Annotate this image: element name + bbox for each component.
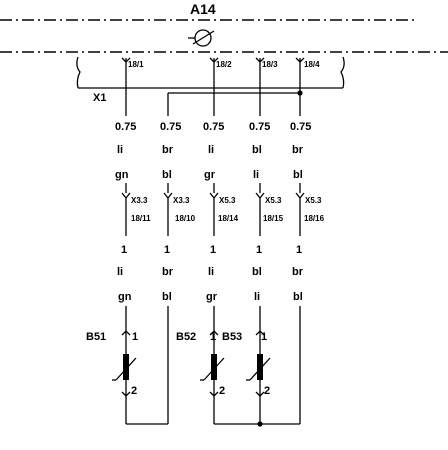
resistor-body bbox=[211, 354, 217, 380]
wire-segments-top bbox=[125, 58, 301, 116]
wire-color: bl bbox=[162, 169, 172, 181]
splice-label: X5.3 bbox=[305, 196, 322, 205]
resistor-body bbox=[123, 354, 129, 380]
wire-color: bl bbox=[293, 169, 303, 181]
gauge-icon bbox=[188, 29, 215, 47]
splice-pin-label: 18/16 bbox=[304, 214, 325, 223]
sensor-label: B52 bbox=[176, 331, 196, 343]
wire-gauge: 1 bbox=[256, 244, 262, 256]
wire-color: li bbox=[253, 169, 259, 181]
splice-pin-label: 18/10 bbox=[175, 214, 196, 223]
sensor-pin-label: 2 bbox=[264, 385, 270, 397]
splice-arrow bbox=[163, 192, 173, 200]
sensor-pin-label: 1 bbox=[261, 331, 267, 343]
wire-color: bl bbox=[252, 266, 262, 278]
connector-x1-housing bbox=[76, 56, 345, 89]
pin-label: 18/1 bbox=[128, 60, 144, 69]
splice-arrow bbox=[209, 192, 219, 200]
splice-label: X5.3 bbox=[219, 196, 236, 205]
wire-gauge: 1 bbox=[164, 244, 170, 256]
sensor-label: B51 bbox=[86, 331, 106, 343]
wire-gauge: 1 bbox=[121, 244, 127, 256]
splice-arrow bbox=[121, 192, 131, 200]
wire-gauge: 0.75 bbox=[115, 121, 136, 133]
wire-color: br bbox=[162, 266, 174, 278]
wire-color: br bbox=[162, 144, 174, 156]
sensor-pin-label: 2 bbox=[219, 385, 225, 397]
sensor-b53: B53 1 2 bbox=[222, 330, 271, 424]
wire-color: gn bbox=[118, 291, 132, 303]
wire-gauge: 0.75 bbox=[160, 121, 181, 133]
wire-color: li bbox=[254, 291, 260, 303]
splice-pin-label: 18/14 bbox=[218, 214, 239, 223]
sensor-label: B53 bbox=[222, 331, 242, 343]
wire-color: li bbox=[117, 144, 123, 156]
splice-label: X5.3 bbox=[265, 196, 282, 205]
splice-pin-label: 18/15 bbox=[263, 214, 284, 223]
splice-pin-label: 18/11 bbox=[131, 214, 151, 223]
pin-label: 18/3 bbox=[262, 60, 278, 69]
wire-gauge: 1 bbox=[296, 244, 302, 256]
pin-label: 18/2 bbox=[216, 60, 232, 69]
wire-color: gr bbox=[206, 291, 218, 303]
splice-arrow bbox=[295, 192, 305, 200]
wire-color: li bbox=[208, 144, 214, 156]
wire-color: br bbox=[292, 144, 304, 156]
sensor-pin-label: 2 bbox=[131, 385, 137, 397]
wire-color: bl bbox=[293, 291, 303, 303]
splice-label: X3.3 bbox=[131, 196, 148, 205]
wire-color: bl bbox=[252, 144, 262, 156]
wire-gauge: 0.75 bbox=[249, 121, 270, 133]
wire-color: li bbox=[208, 266, 214, 278]
connector-label: X1 bbox=[93, 92, 106, 104]
sensor-pin-label: 1 bbox=[132, 331, 138, 343]
sensor-pin-label: 1 bbox=[210, 331, 216, 343]
wire-color: gn bbox=[115, 169, 129, 181]
splice-arrow bbox=[255, 192, 265, 200]
wire-color: li bbox=[117, 266, 123, 278]
wire-gauge: 0.75 bbox=[290, 121, 311, 133]
sensor-b51: B51 1 2 bbox=[86, 330, 138, 424]
wire-color: bl bbox=[162, 291, 172, 303]
wire-color: gr bbox=[204, 169, 216, 181]
wire-gauge: 0.75 bbox=[203, 121, 224, 133]
wire-gauge: 1 bbox=[210, 244, 216, 256]
sensor-b52: B52 1 2 bbox=[176, 330, 225, 424]
splice-label: X3.3 bbox=[173, 196, 190, 205]
resistor-body bbox=[257, 354, 263, 380]
pin-label: 18/4 bbox=[304, 60, 320, 69]
junction-dot bbox=[297, 90, 303, 96]
wire-color: br bbox=[292, 266, 304, 278]
junction-dot bbox=[257, 421, 263, 427]
module-label: A14 bbox=[190, 1, 216, 17]
